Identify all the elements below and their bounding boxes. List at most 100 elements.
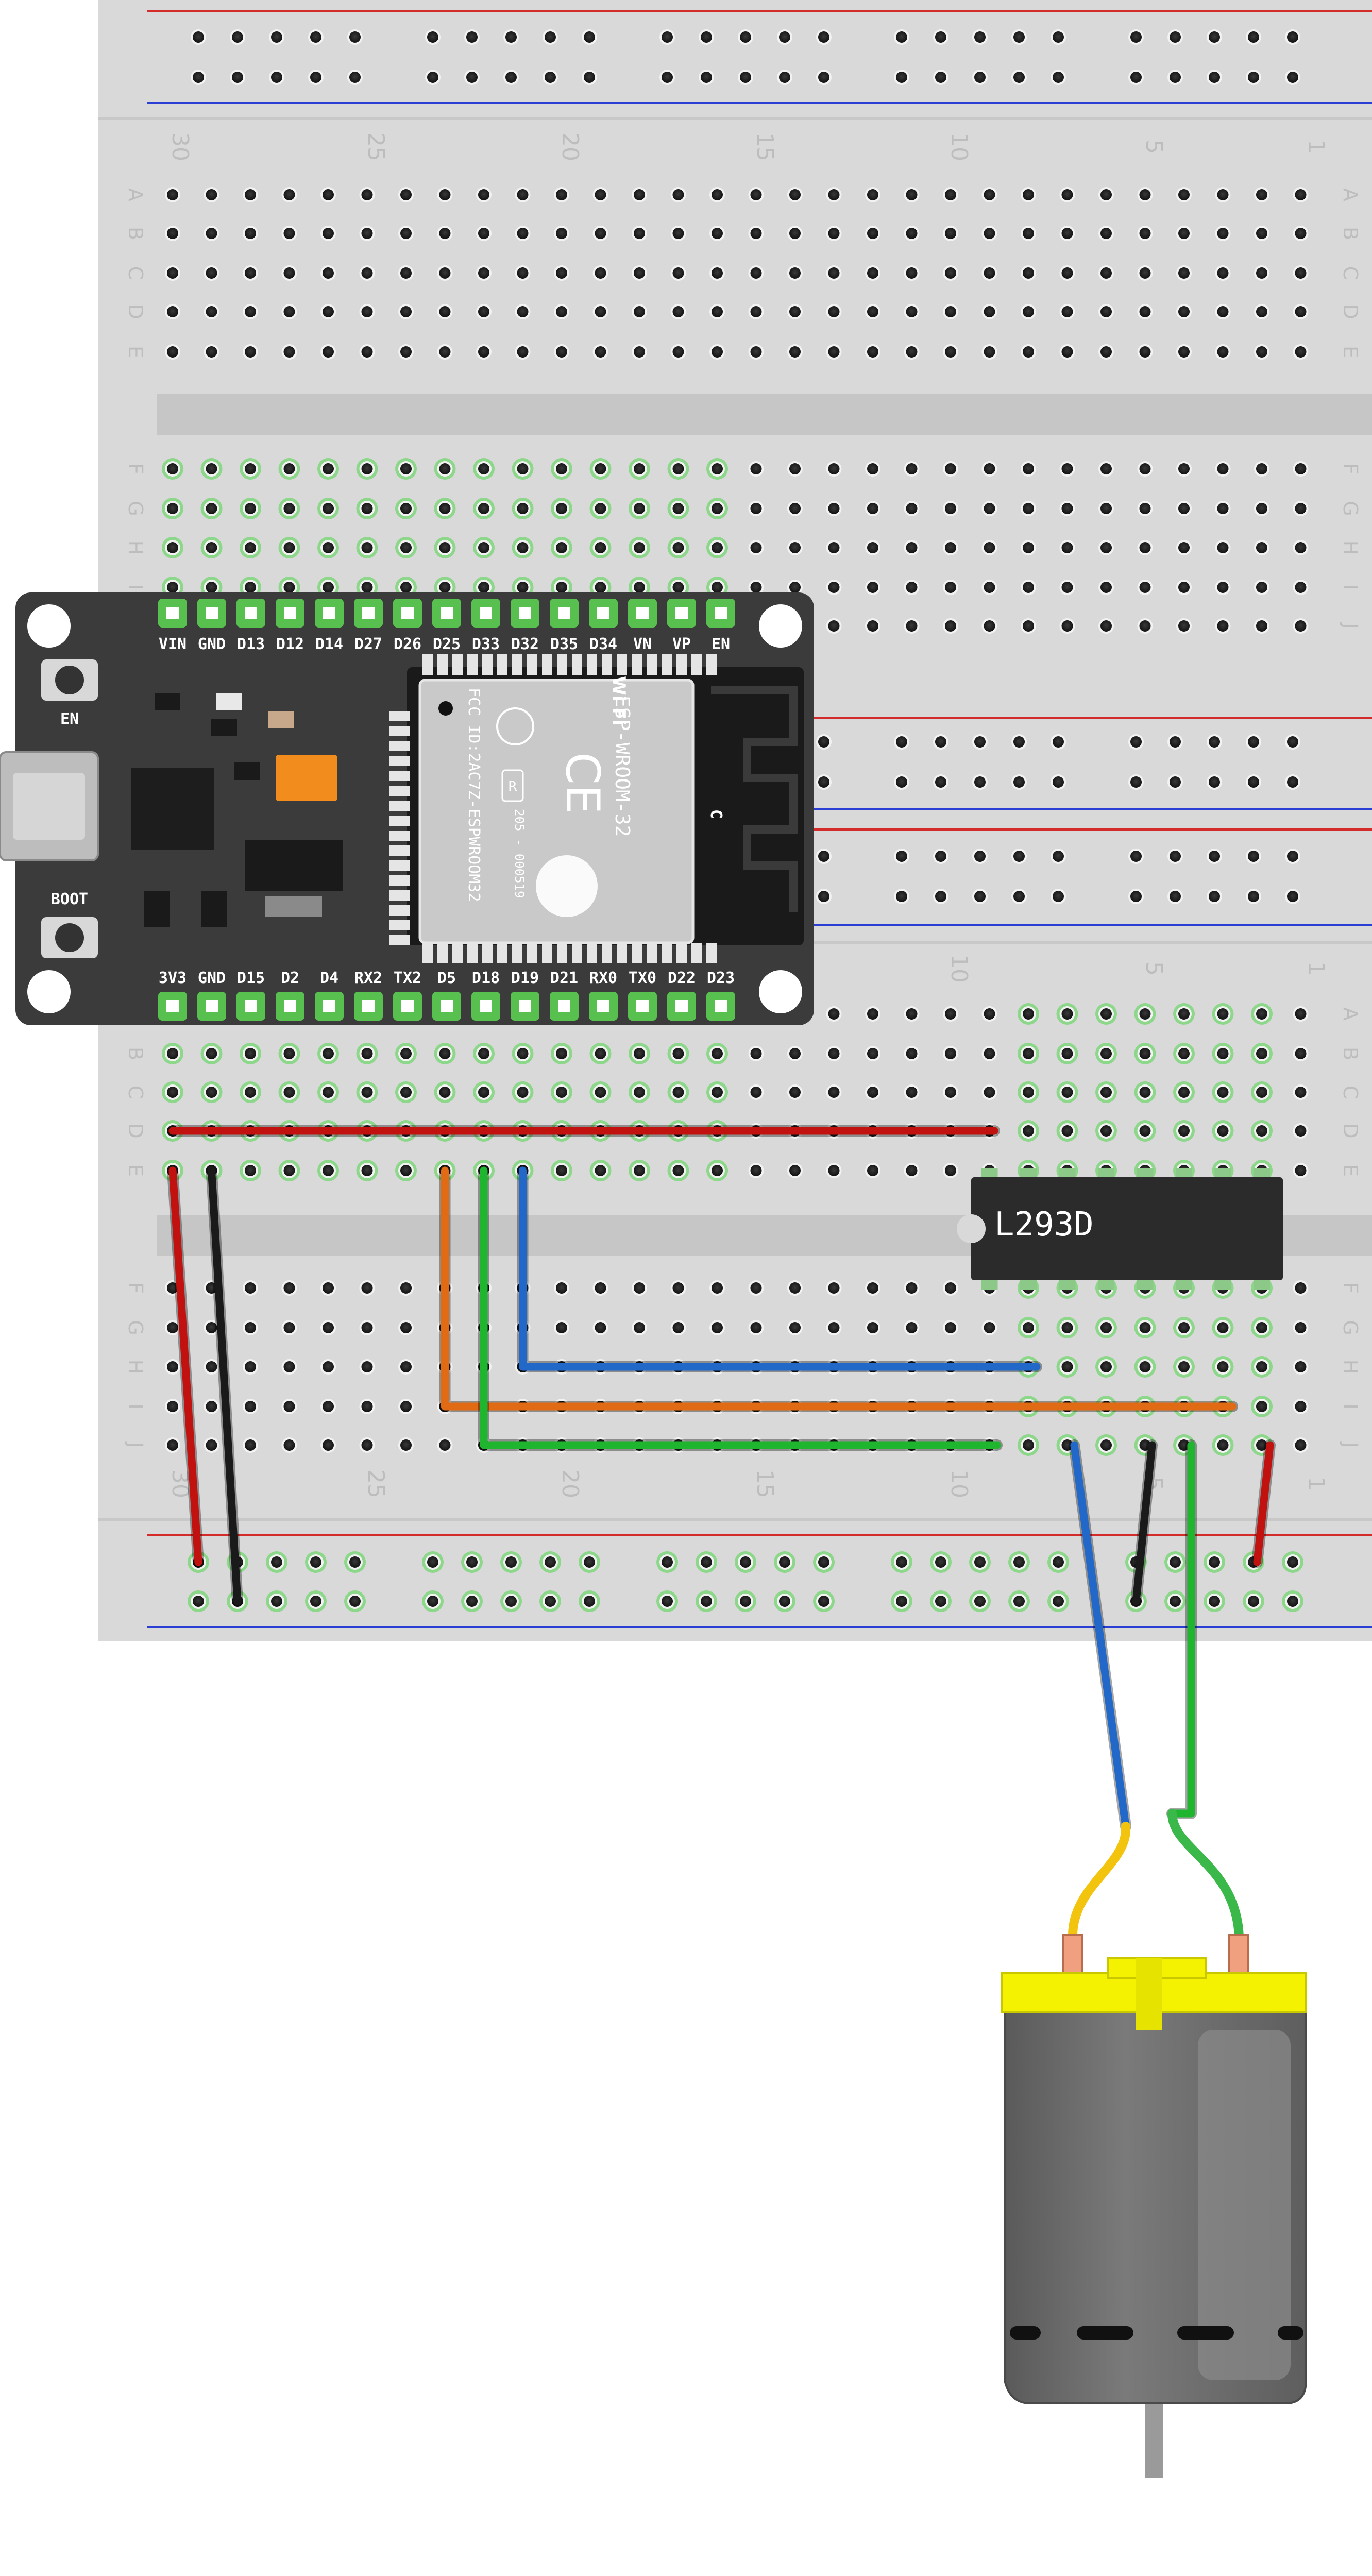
breadboard-hole bbox=[779, 72, 790, 83]
breadboard-hole bbox=[906, 1008, 918, 1020]
module-castellation bbox=[482, 943, 493, 963]
breadboard-hole bbox=[206, 542, 217, 553]
breadboard-hole bbox=[1217, 228, 1229, 239]
esp32-pin-label: D4 bbox=[320, 969, 338, 987]
boot-button[interactable] bbox=[55, 923, 84, 952]
breadboard-hole bbox=[672, 1322, 684, 1333]
breadboard-hole bbox=[517, 582, 529, 593]
breadboard-hole bbox=[712, 1322, 723, 1333]
breadboard-hole bbox=[1013, 31, 1025, 43]
esp32-pin-pad bbox=[558, 607, 570, 619]
breadboard-hole bbox=[1013, 1596, 1025, 1607]
usb-port-inner bbox=[13, 773, 85, 840]
breadboard-hole bbox=[1061, 1087, 1073, 1098]
breadboard-hole bbox=[1295, 1048, 1307, 1059]
breadboard-hole bbox=[1209, 891, 1220, 902]
module-castellation bbox=[452, 654, 463, 675]
motor-lead-green bbox=[1167, 1809, 1244, 1942]
breadboard-hole bbox=[828, 1048, 840, 1059]
row-letter-label: B bbox=[1339, 1047, 1362, 1060]
breadboard-hole bbox=[1013, 851, 1025, 862]
en-button[interactable] bbox=[55, 666, 84, 694]
breadboard-hole bbox=[984, 267, 995, 279]
regulator-tab bbox=[265, 896, 322, 917]
module-castellation bbox=[542, 654, 552, 675]
breadboard-hole bbox=[701, 31, 712, 43]
breadboard-hole bbox=[400, 1439, 412, 1451]
breadboard-bottom: 1051AABBCCDDEEFFGGHHIIJJ302520151051 bbox=[98, 927, 1372, 1641]
breadboard-hole bbox=[712, 1087, 723, 1098]
breadboard-hole bbox=[556, 503, 567, 514]
breadboard-hole bbox=[1013, 736, 1025, 748]
breadboard-hole bbox=[478, 306, 489, 317]
breadboard-hole bbox=[1061, 189, 1073, 200]
breadboard-hole bbox=[595, 306, 606, 317]
row-letter-label: B bbox=[124, 227, 147, 240]
breadboard-hole bbox=[283, 267, 295, 279]
breadboard-hole bbox=[1178, 306, 1190, 317]
breadboard-hole bbox=[167, 503, 178, 514]
breadboard-hole bbox=[828, 267, 840, 279]
breadboard-hole bbox=[1100, 620, 1112, 632]
module-castellation bbox=[389, 860, 410, 871]
breadboard-hole bbox=[245, 503, 256, 514]
breadboard-hole bbox=[896, 891, 907, 902]
breadboard-hole bbox=[1061, 463, 1073, 474]
breadboard-hole bbox=[206, 1401, 217, 1412]
breadboard-hole bbox=[945, 1282, 956, 1294]
fcc-id-label: FCC ID:2AC7Z-ESPWROOM32 bbox=[465, 688, 483, 902]
breadboard-hole bbox=[935, 736, 946, 748]
breadboard-hole bbox=[828, 1165, 840, 1176]
breadboard-hole bbox=[584, 72, 595, 83]
breadboard-hole bbox=[206, 1282, 217, 1294]
esp32-pin-label: RX0 bbox=[589, 969, 617, 987]
breadboard-hole bbox=[1217, 1322, 1229, 1333]
breadboard-hole bbox=[701, 72, 712, 83]
breadboard-hole bbox=[1248, 1596, 1259, 1607]
breadboard-hole bbox=[245, 1048, 256, 1059]
breadboard-hole bbox=[828, 1322, 840, 1333]
breadboard-hole bbox=[789, 1282, 801, 1294]
breadboard-hole bbox=[427, 1596, 438, 1607]
breadboard-hole bbox=[595, 267, 606, 279]
column-number-label: 20 bbox=[557, 1469, 583, 1498]
breadboard-hole bbox=[439, 306, 451, 317]
breadboard-hole bbox=[945, 306, 956, 317]
breadboard-hole bbox=[712, 1048, 723, 1059]
mounting-hole bbox=[27, 604, 71, 648]
breadboard-hole bbox=[712, 1282, 723, 1294]
breadboard-hole bbox=[672, 1282, 684, 1294]
breadboard-hole bbox=[974, 891, 986, 902]
breadboard-hole bbox=[974, 72, 986, 83]
column-number-label: 25 bbox=[363, 1469, 389, 1498]
esp32-pin-label: GND bbox=[198, 635, 226, 653]
module-castellation bbox=[572, 654, 582, 675]
module-castellation bbox=[482, 654, 493, 675]
esp32-pin-pad bbox=[323, 1000, 335, 1012]
voltage-regulator bbox=[245, 840, 343, 891]
breadboard-hole bbox=[478, 463, 489, 474]
breadboard-hole bbox=[1100, 463, 1112, 474]
breadboard-hole bbox=[206, 346, 217, 358]
breadboard-hole bbox=[283, 228, 295, 239]
module-castellation bbox=[467, 654, 478, 675]
breadboard-hole bbox=[595, 346, 606, 358]
breadboard-hole bbox=[779, 31, 790, 43]
breadboard-hole bbox=[984, 463, 995, 474]
breadboard-hole bbox=[1023, 1125, 1034, 1137]
wroom-shield-can bbox=[418, 679, 695, 944]
breadboard-hole bbox=[1100, 1361, 1112, 1372]
breadboard-hole bbox=[245, 228, 256, 239]
row-letter-label: H bbox=[1339, 1360, 1362, 1375]
breadboard-hole bbox=[789, 189, 801, 200]
breadboard-hole bbox=[556, 228, 567, 239]
breadboard-hole bbox=[906, 267, 918, 279]
esp32-pin-label: TX2 bbox=[394, 969, 421, 987]
breadboard-hole bbox=[323, 582, 334, 593]
breadboard-hole bbox=[1013, 891, 1025, 902]
breadboard-hole bbox=[193, 1596, 204, 1607]
breadboard-hole bbox=[945, 463, 956, 474]
breadboard-hole bbox=[400, 1322, 412, 1333]
breadboard-hole bbox=[945, 346, 956, 358]
